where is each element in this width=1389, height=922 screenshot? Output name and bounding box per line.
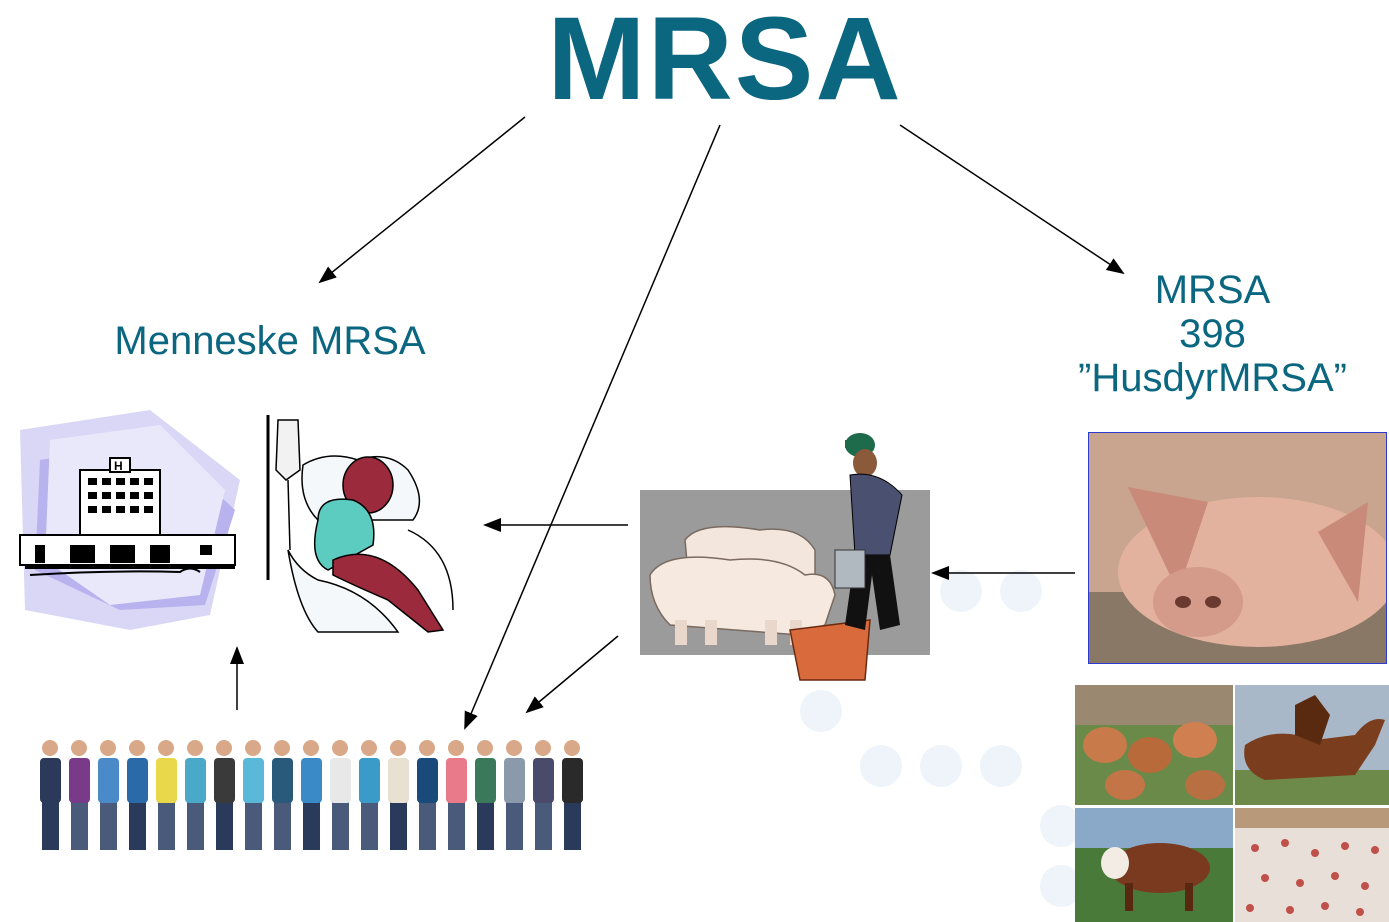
- pig-photo: [1088, 432, 1387, 664]
- arrow-mrsa-to-human: [318, 116, 526, 284]
- livestock-label-line-3: ”HusdyrMRSA”: [1078, 356, 1347, 400]
- arrow-mrsa-to-crowd: [464, 124, 721, 730]
- livestock-label-line-1: MRSA: [1154, 268, 1271, 312]
- arrow-mrsa-to-livestock: [899, 124, 1125, 275]
- livestock-mrsa-label: MRSA 398 ”HusdyrMRSA”: [1040, 268, 1385, 400]
- horses-photo: [1235, 685, 1389, 805]
- human-mrsa-label: Menneske MRSA: [114, 319, 426, 363]
- background-bubble: [980, 745, 1022, 787]
- livestock-label-line-2: 398: [1179, 312, 1246, 356]
- page-title: MRSA: [547, 0, 903, 125]
- turkeys-photo: [1235, 808, 1389, 922]
- svg-text:H: H: [114, 459, 123, 473]
- background-bubble: [920, 745, 962, 787]
- crowd-icon: [10, 700, 635, 875]
- background-bubble: [1000, 570, 1042, 612]
- background-bubble: [860, 745, 902, 787]
- patient-iv-icon: [266, 415, 454, 633]
- farmer-pigs-icon: [640, 433, 930, 681]
- chickens-photo: [1075, 685, 1233, 805]
- background-bubble: [800, 690, 842, 732]
- arrow-farm-to-crowd: [525, 635, 619, 714]
- cow-photo: [1075, 808, 1233, 922]
- hospital-icon: H: [19, 410, 240, 630]
